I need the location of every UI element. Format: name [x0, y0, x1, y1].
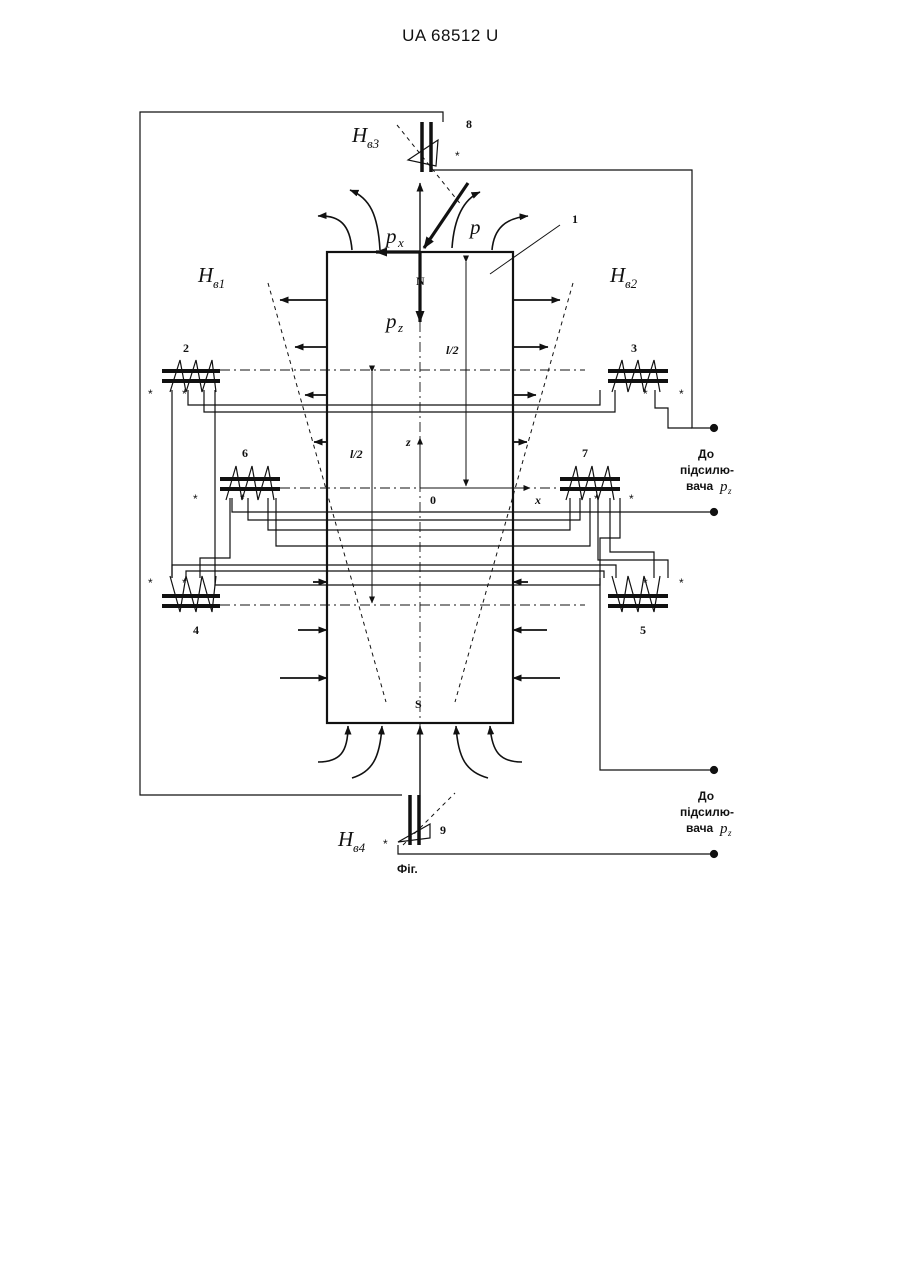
force-px-label: p x — [384, 224, 404, 250]
force-pz-label: p z — [384, 309, 403, 335]
pole-n-label: N — [416, 274, 425, 288]
coil-6 — [220, 466, 280, 500]
part-number-2: 2 — [183, 341, 189, 355]
polarity-marks: * * * * * * * * * * * * * * — [148, 149, 684, 851]
part-number-3: 3 — [631, 341, 637, 355]
svg-text:z: z — [727, 486, 732, 496]
dimension-label-left: l/2 — [350, 447, 363, 461]
svg-text:*: * — [193, 492, 198, 506]
svg-text:вача: вача — [686, 821, 714, 835]
dimension-label-right: l/2 — [446, 343, 459, 357]
hv4-label: H в4 — [337, 827, 366, 855]
svg-text:p: p — [384, 224, 397, 248]
svg-text:z: z — [397, 320, 403, 335]
hv3-label: H в3 — [351, 123, 380, 151]
pole-s-label: S — [415, 697, 422, 711]
svg-text:p: p — [719, 821, 728, 837]
svg-text:вача: вача — [686, 479, 714, 493]
coil-4 — [162, 576, 220, 612]
svg-text:в1: в1 — [213, 276, 225, 291]
part-number-6: 6 — [242, 446, 248, 460]
coil-2 — [162, 360, 220, 392]
svg-text:в2: в2 — [625, 276, 638, 291]
svg-text:*: * — [679, 576, 684, 590]
svg-text:z: z — [727, 828, 732, 838]
svg-text:*: * — [383, 837, 388, 851]
svg-text:в4: в4 — [353, 840, 366, 855]
part-number-9: 9 — [440, 823, 446, 837]
svg-text:p: p — [384, 309, 397, 333]
svg-text:підсилю-: підсилю- — [680, 805, 734, 819]
coil-5 — [608, 576, 668, 612]
coil-7 — [560, 466, 620, 500]
hv1-label: H в1 — [197, 263, 225, 291]
svg-text:До: До — [698, 447, 714, 461]
svg-text:*: * — [629, 492, 634, 506]
outer-circuit-wire — [140, 112, 443, 795]
part-number-7: 7 — [582, 446, 588, 460]
leader-part1 — [490, 225, 560, 274]
origin-label: 0 — [430, 493, 436, 507]
svg-text:До: До — [698, 789, 714, 803]
part-number-4: 4 — [193, 623, 199, 637]
z-axis-label: z — [405, 435, 411, 449]
svg-text:x: x — [397, 235, 404, 250]
svg-text:*: * — [594, 492, 599, 506]
svg-text:p: p — [719, 479, 728, 495]
svg-text:*: * — [455, 149, 460, 163]
svg-text:*: * — [182, 576, 187, 590]
svg-text:*: * — [679, 387, 684, 401]
svg-text:підсилю-: підсилю- — [680, 463, 734, 477]
figure-caption: Фіг. — [397, 862, 418, 876]
svg-text:*: * — [643, 576, 648, 590]
output-label-2: До підсилю- вача p z — [680, 789, 734, 838]
coil-3 — [608, 360, 668, 392]
part-number-8: 8 — [466, 117, 472, 131]
svg-text:*: * — [240, 492, 245, 506]
sensor8-wire — [433, 170, 714, 428]
svg-text:*: * — [643, 387, 648, 401]
force-p-label: p — [468, 215, 481, 239]
svg-text:*: * — [182, 387, 187, 401]
coil-wiring — [172, 390, 714, 770]
part-number-5: 5 — [640, 623, 646, 637]
x-axis-label: x — [534, 493, 541, 507]
sensor-9 — [398, 795, 430, 845]
svg-text:в3: в3 — [367, 136, 380, 151]
hv2-label: H в2 — [609, 263, 638, 291]
sensor9-wire — [398, 845, 714, 854]
svg-text:*: * — [148, 576, 153, 590]
svg-text:*: * — [148, 387, 153, 401]
output-label-1: До підсилю- вача p z — [680, 447, 734, 496]
sensor-8 — [408, 122, 438, 172]
part-number-1: 1 — [572, 212, 578, 226]
